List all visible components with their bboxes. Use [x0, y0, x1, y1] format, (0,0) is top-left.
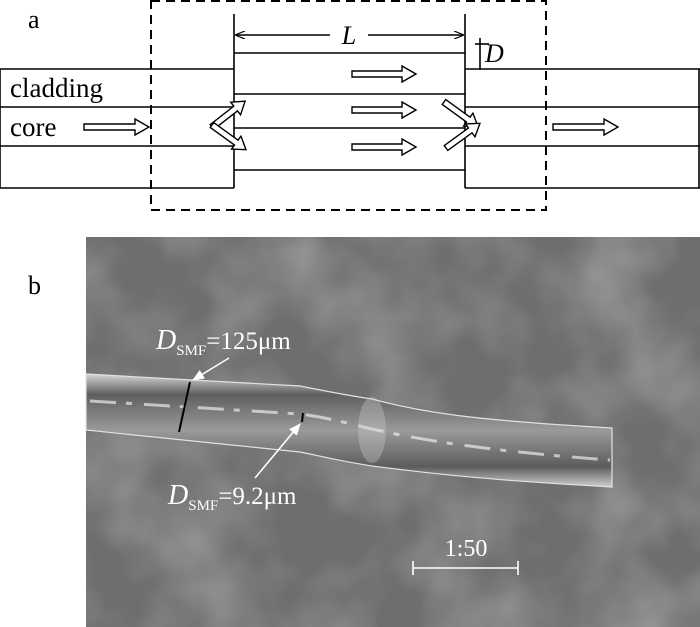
- micrograph: DSMF=125μm DSMF=9.2μm 1:50: [85, 237, 700, 627]
- cladding-diameter-annotation: DSMF=125μm: [155, 325, 291, 359]
- core-diameter-annotation: DSMF=9.2μm: [167, 480, 297, 514]
- core-annotation-pointer: [254, 423, 301, 479]
- panel-b-label: b: [28, 271, 41, 300]
- core-label: core: [10, 112, 56, 142]
- length-dimension: L: [236, 21, 463, 50]
- core-mode-arrow: [351, 100, 418, 120]
- tapered-section: [233, 14, 466, 188]
- fiber-core-highlight: [89, 399, 611, 462]
- scale-bar-label: 1:50: [445, 536, 488, 562]
- scale-bar: [412, 561, 519, 575]
- panel-a-label: a: [28, 5, 40, 34]
- output-core-arrow: [552, 117, 620, 137]
- right-fiber: [465, 68, 700, 189]
- split-arrow-lower: [209, 121, 247, 151]
- fiber-image: [85, 373, 613, 488]
- cladding-label: cladding: [10, 73, 103, 103]
- cladding-mode-arrow: [351, 64, 418, 84]
- lower-cladding-mode-arrow: [351, 137, 418, 157]
- cladding-diameter-line: [178, 381, 191, 433]
- core-diameter-line: [301, 412, 304, 423]
- diameter-marker: D: [475, 38, 504, 70]
- panel-a: a: [0, 0, 700, 211]
- panel-b: b DSMF=125μm DSMF=9.2μm: [28, 237, 700, 627]
- input-core-arrow: [83, 117, 151, 137]
- length-symbol: L: [341, 21, 356, 50]
- propagation-arrows: [83, 64, 620, 157]
- splice-point: [358, 397, 386, 463]
- left-fiber: [0, 68, 234, 189]
- dashed-region-box: [150, 0, 547, 211]
- diameter-symbol: D: [484, 39, 504, 68]
- merge-arrow-lower: [443, 122, 481, 152]
- cladding-annotation-pointer: [192, 357, 230, 381]
